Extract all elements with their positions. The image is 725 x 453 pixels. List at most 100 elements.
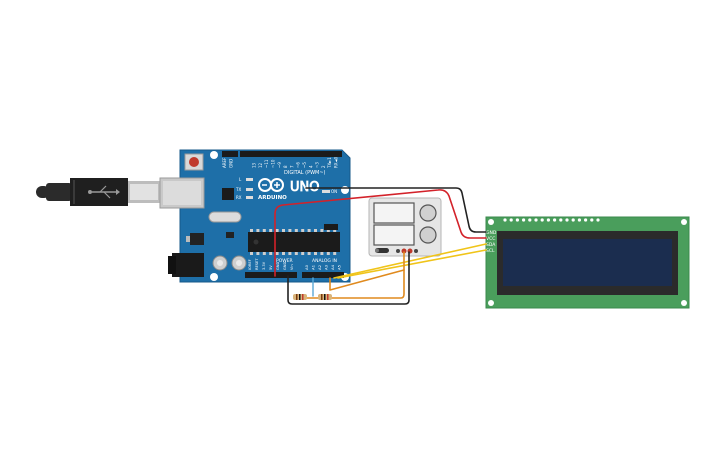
power-label: POWER <box>276 258 293 264</box>
wire-scl-lcd <box>337 249 487 279</box>
lcd-header-pin <box>503 218 507 222</box>
lcd-pin-sda: SDA <box>486 242 496 248</box>
power-pin-label: Vin <box>290 264 294 270</box>
brand-label: ARDUINO <box>258 195 287 201</box>
lcd-header-pins <box>503 218 600 222</box>
lcd-header-pin <box>590 218 594 222</box>
chip-pin <box>320 252 324 255</box>
digital-pin-label: 12 <box>258 162 263 168</box>
chip-pin <box>326 229 330 232</box>
digital-pin-label: ~3 <box>315 162 320 168</box>
sensor-knob-bottom[interactable] <box>419 226 437 244</box>
power-pin-label: GND <box>276 262 280 270</box>
status-leds: L TX RX ON <box>235 177 337 200</box>
led-label-l: L <box>239 177 242 182</box>
power-pin-label: RESET <box>255 258 259 270</box>
chip-pin <box>307 252 311 255</box>
digital-pin-label: TX►1 <box>327 157 332 169</box>
lcd-header-pin <box>546 218 551 222</box>
digital-pin-label: 4 <box>308 165 313 168</box>
digital-pin-label: RX◄0 <box>334 156 339 168</box>
chip-pin <box>314 252 317 255</box>
digital-pin-label: AREF <box>222 157 227 168</box>
sensor-knob-top[interactable] <box>419 204 437 222</box>
chip-pin <box>282 229 285 232</box>
analog-pin-label: A2 <box>317 264 322 270</box>
chip-pin <box>250 252 253 255</box>
power-pin-label: IOREF <box>248 259 252 270</box>
chip-pin <box>314 229 317 232</box>
usb-symbol-icon <box>88 185 120 199</box>
chip-pin <box>301 252 305 255</box>
led-label-tx: TX <box>235 187 241 192</box>
sensor-display-bottom <box>373 224 415 246</box>
lcd-header-pin <box>584 218 588 222</box>
chip-pin <box>288 229 292 232</box>
power-header: POWER <box>245 258 297 278</box>
wire-gnd-lcd <box>305 187 487 233</box>
chip-pin <box>333 252 337 255</box>
chip-pin <box>269 229 273 232</box>
lcd-header-pin <box>565 218 569 222</box>
wires <box>274 187 487 305</box>
lcd-screen <box>503 239 672 286</box>
led-label-rx: RX <box>236 195 242 200</box>
power-pin-label: 3.3V <box>262 261 266 270</box>
chip-pin <box>262 252 266 255</box>
sensor-module <box>368 197 442 257</box>
wire-analog-sensor <box>295 251 405 299</box>
icsp-header <box>324 224 338 230</box>
chip-pin <box>250 229 253 232</box>
resistor <box>318 294 332 300</box>
digital-pin-label: 2 <box>321 165 326 168</box>
analog-label: ANALOG IN <box>312 258 337 264</box>
digital-pin-label: ~10 <box>271 159 276 168</box>
lcd-header-pin <box>540 218 544 222</box>
lcd-header-pin <box>528 218 532 222</box>
chip-pin <box>256 252 260 255</box>
analog-pin-label: A5 <box>337 264 342 270</box>
lcd-pin-scl: SCL <box>486 248 495 254</box>
analog-pin-label: A1 <box>311 264 316 270</box>
lcd-header-pin <box>559 218 563 222</box>
chip-pin <box>294 252 298 255</box>
lcd-pin-vcc: VCC <box>486 236 495 242</box>
lcd-header-pin <box>553 218 557 222</box>
chip-pin <box>282 252 285 255</box>
resistor <box>293 294 307 300</box>
digital-pin-label: ~5 <box>302 162 307 168</box>
digital-pin-label: 8 <box>283 165 288 168</box>
usb-chip <box>222 188 234 200</box>
power-jack <box>172 253 204 277</box>
reset-button[interactable] <box>184 153 204 171</box>
digital-pin-label: 7 <box>289 165 294 168</box>
digital-pin-label: 13 <box>252 162 257 168</box>
digital-pin-label: GND <box>228 159 233 168</box>
lcd-header-pin <box>509 218 513 222</box>
lcd-header-pin <box>534 218 538 222</box>
lcd-header-pin <box>522 218 526 222</box>
on-label: ON <box>331 189 337 194</box>
analog-header: ANALOG IN <box>302 258 344 278</box>
power-pin-label: GND <box>283 262 287 270</box>
analog-pin-label: A3 <box>324 264 329 270</box>
chip-pin <box>288 252 292 255</box>
chip-pin <box>262 229 266 232</box>
digital-pin-label: ~6 <box>296 162 301 168</box>
chip-pin <box>320 229 324 232</box>
chip-pin <box>301 229 305 232</box>
chip-pin <box>294 229 298 232</box>
chip-pin <box>307 229 311 232</box>
analog-pin-label: A0 <box>304 264 309 270</box>
chip-pin <box>326 252 330 255</box>
digital-pin-label: ~11 <box>264 159 269 168</box>
digital-label: DIGITAL (PWM~) <box>284 170 326 176</box>
sensor-display-top <box>373 202 415 224</box>
chip-pin <box>275 252 279 255</box>
chip-pin <box>269 252 273 255</box>
wire-gnd-sensor <box>287 251 410 305</box>
power-pin-label: 5V <box>269 265 273 270</box>
chip-pin <box>275 229 279 232</box>
